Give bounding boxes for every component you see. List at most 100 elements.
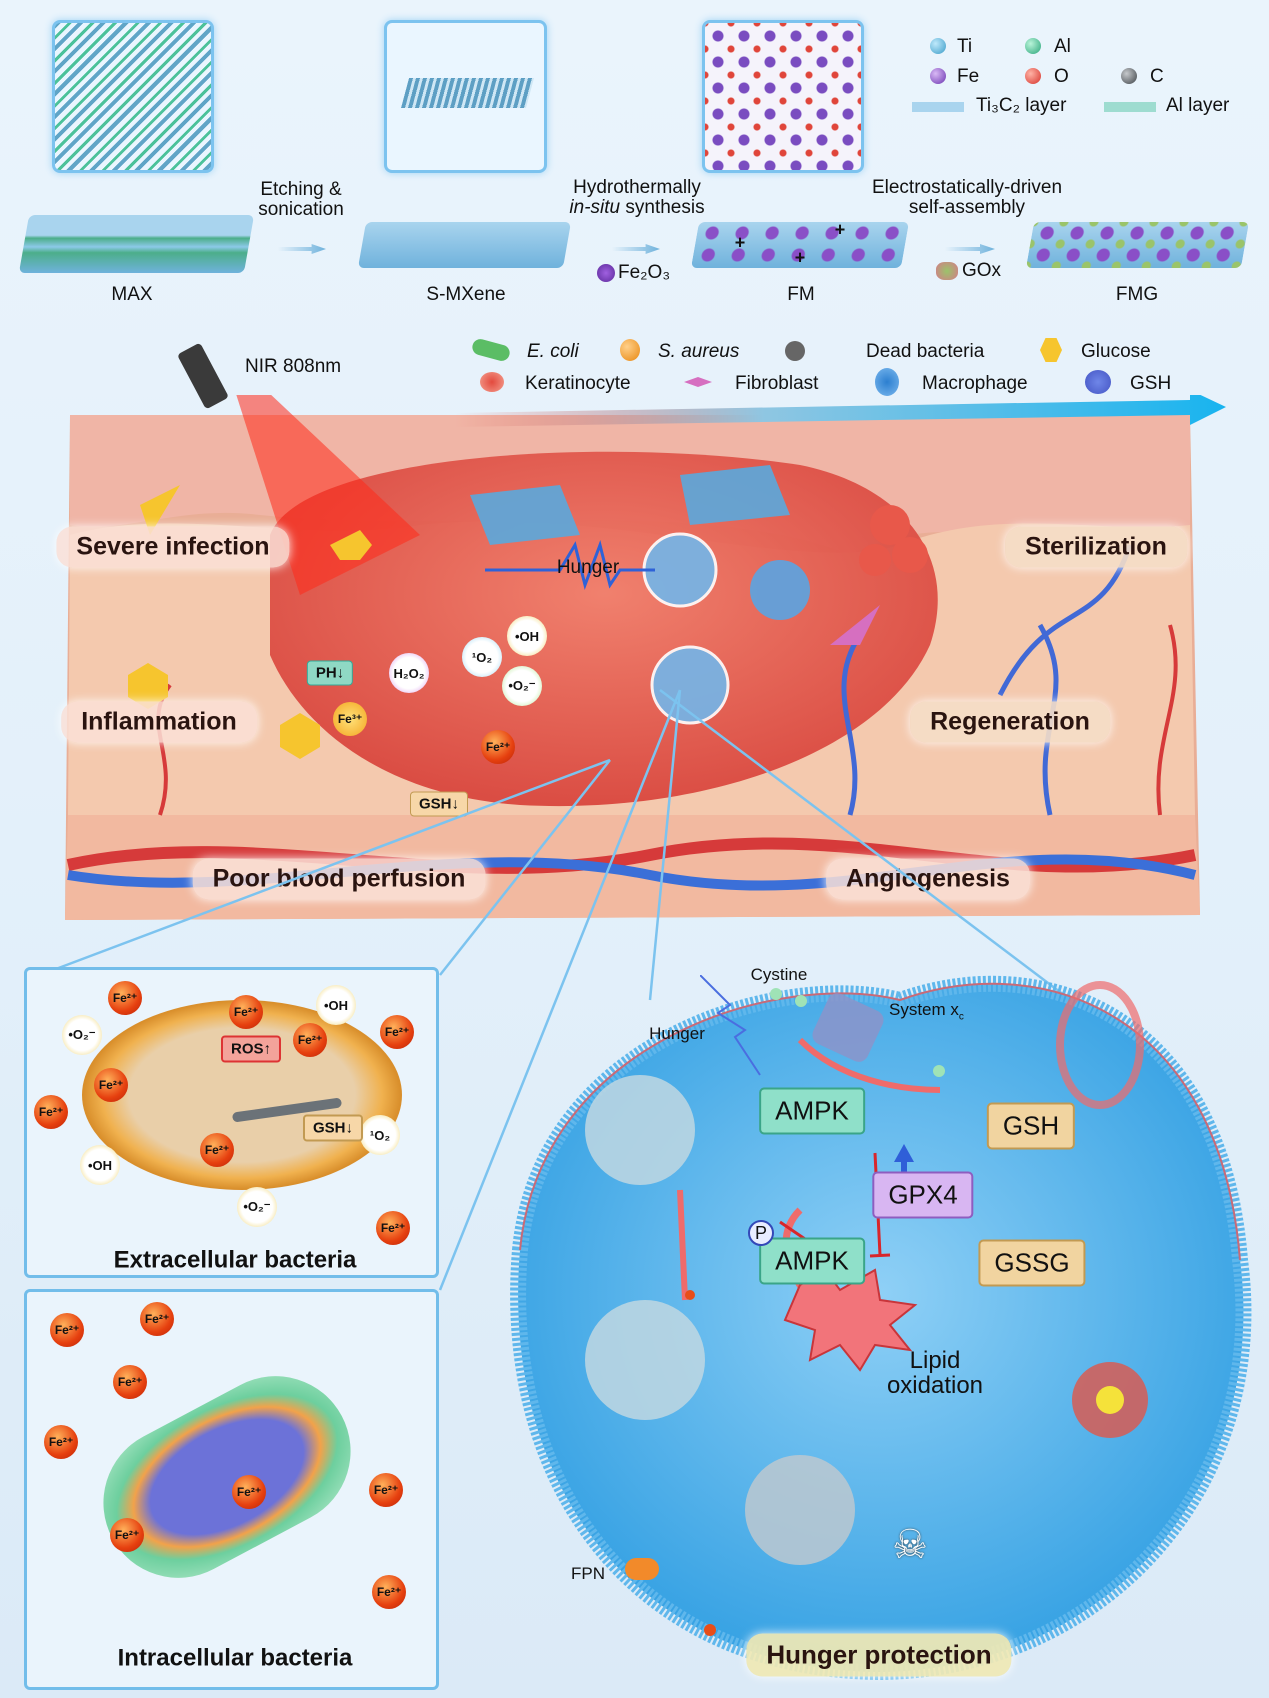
system-xc-text: System x (889, 1000, 959, 1019)
fmg-sheet (1025, 222, 1250, 268)
fe2-ion: Fe²⁺ (108, 981, 142, 1015)
fe2-ion: Fe²⁺ (293, 1023, 327, 1057)
smxene-sheet (357, 222, 572, 268)
legend-ti: Ti (957, 36, 973, 57)
macrophage-icon (875, 368, 899, 396)
fe2-ion: Fe²⁺ (481, 730, 515, 764)
fmg-label: FMG (1115, 284, 1159, 306)
cystine-label: Cystine (750, 965, 808, 985)
fe2-ion: Fe²⁺ (140, 1302, 174, 1336)
fe2-ion: Fe²⁺ (380, 1015, 414, 1049)
extracellular-title: Extracellular bacteria (113, 1246, 357, 1274)
gsh-decrease-tag: GSH↓ (302, 1114, 364, 1142)
fm-label: FM (787, 284, 815, 306)
gsh-box: GSH (986, 1102, 1076, 1150)
fe2-ion: Fe²⁺ (44, 1425, 78, 1459)
lipid-text: Lipid (909, 1346, 961, 1374)
step-etching-line1: Etching & (260, 179, 342, 201)
ros-increase-tag: ROS↑ (220, 1035, 282, 1063)
fm-plus-sign: + (834, 219, 846, 240)
ph-decrease-tag: PH↓ (306, 660, 354, 686)
fm-plus-sign: + (734, 232, 746, 253)
label-poor-blood-perfusion: Poor blood perfusion (192, 858, 486, 900)
al-atom-icon (1025, 38, 1041, 54)
dead-bacteria-icon (785, 341, 805, 361)
cystine-molecule (795, 995, 807, 1007)
phospho-ampk-box: AMPK (759, 1237, 865, 1285)
legend-o: O (1054, 66, 1069, 87)
label-severe-infection: Severe infection (56, 526, 290, 568)
legend-al: Al (1054, 36, 1071, 57)
system-xc-label: System xc (889, 1000, 964, 1022)
intracellular-title: Intracellular bacteria (117, 1644, 353, 1672)
skull-icon: ☠ (892, 1523, 928, 1567)
legend-fibroblast: Fibroblast (735, 373, 819, 394)
singlet-oxygen-bubble: ¹O₂ (462, 637, 502, 677)
hunger-protection-label: Hunger protection (746, 1633, 1012, 1677)
legend-keratinocyte: Keratinocyte (525, 373, 631, 394)
wound-hunger-label: Hunger (556, 557, 620, 579)
hydroxyl-radical-bubble: •OH (316, 985, 356, 1025)
bacterium-cross-section (82, 1000, 402, 1190)
ecoli-icon (470, 337, 512, 363)
legend-c: C (1150, 66, 1164, 87)
gox-enzyme-icon (936, 262, 958, 280)
arrow-icon (945, 244, 995, 254)
superoxide-bubble: •O₂⁻ (502, 666, 542, 706)
legend-nir: NIR 808nm (245, 356, 342, 377)
fe2-ion: Fe²⁺ (200, 1133, 234, 1167)
gssg-box: GSSG (978, 1239, 1086, 1287)
superoxide-bubble: •O₂⁻ (62, 1015, 102, 1055)
c-atom-icon (1121, 68, 1137, 84)
step-hydrothermal-line1: Hydrothermally (573, 177, 701, 199)
legend-saureus: S. aureus (658, 341, 740, 362)
fe-atom-icon (930, 68, 946, 84)
max-sheet (18, 215, 255, 273)
fe2-ion: Fe²⁺ (232, 1475, 266, 1509)
step-self-assembly-line1: Electrostatically-driven (871, 177, 1063, 199)
fm-crystal-zoom (702, 20, 864, 173)
fe2-ion: Fe²⁺ (113, 1365, 147, 1399)
fpn-label: FPN (571, 1564, 605, 1584)
legend-macrophage: Macrophage (922, 373, 1028, 394)
ti-atom-icon (930, 38, 946, 54)
intracellular-bacteria-panel: Fe²⁺ Fe²⁺ Fe²⁺ Fe²⁺ Fe²⁺ Fe²⁺ Fe²⁺ Fe²⁺ … (24, 1289, 439, 1690)
hydroxyl-radical-bubble: •OH (507, 616, 547, 656)
step-etching: Etching &sonication (258, 180, 344, 220)
phosphate-icon: P (748, 1220, 774, 1246)
legend-al-layer: Al layer (1166, 95, 1230, 116)
cystine-molecule (770, 988, 782, 1000)
phosphate-label: P (754, 1222, 767, 1243)
smxene-label: S-MXene (426, 284, 506, 306)
fe2o3-particle-icon (597, 264, 615, 282)
legend-fe: Fe (957, 66, 980, 87)
fe2-ion: Fe²⁺ (50, 1313, 84, 1347)
keratinocyte-icon (480, 372, 504, 392)
legend-gsh: GSH (1130, 373, 1172, 394)
al-layer-icon (1104, 102, 1156, 112)
synthesis-text: synthesis (620, 197, 705, 218)
label-regeneration: Regeneration (910, 701, 1110, 743)
legend-dead-bacteria: Dead bacteria (866, 341, 985, 362)
step-etching-line2: sonication (258, 199, 344, 220)
h2o2-bubble: H₂O₂ (389, 653, 429, 693)
fe2-ion: Fe²⁺ (372, 1575, 406, 1609)
max-label: MAX (111, 284, 153, 306)
fibroblast-icon (684, 377, 712, 387)
ampk-box: AMPK (759, 1087, 865, 1135)
gsh-icon (1085, 370, 1111, 394)
legend-glucose: Glucose (1081, 341, 1151, 362)
oxidation-text: oxidation (886, 1372, 984, 1399)
step-hydrothermal-line2: in-situ synthesis (569, 198, 704, 218)
label-sterilization: Sterilization (1005, 526, 1187, 568)
step-self-assembly-line2: self-assembly (908, 197, 1026, 218)
superoxide-bubble: •O₂⁻ (237, 1187, 277, 1227)
label-inflammation: Inflammation (61, 701, 257, 743)
skin-illustration (65, 395, 1226, 920)
gpx4-box: GPX4 (872, 1171, 974, 1219)
in-situ-text: in-situ (569, 197, 621, 218)
cell-illustration (510, 975, 1252, 1681)
legend-ti3c2-layer: Ti₃C₂ layer (976, 95, 1067, 116)
fe3-ion: Fe³⁺ (333, 702, 367, 736)
